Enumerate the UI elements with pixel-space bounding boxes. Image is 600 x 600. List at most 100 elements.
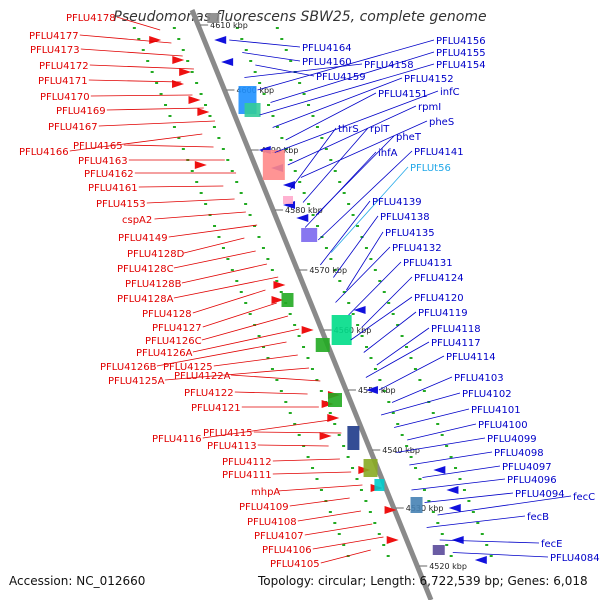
track-dot: [400, 335, 404, 337]
track-dot: [347, 302, 351, 304]
right-gene-label: PFLU4158: [364, 60, 414, 71]
track-dot: [347, 203, 351, 205]
track-dot: [137, 38, 141, 40]
track-dot: [338, 280, 342, 282]
track-dot: [400, 434, 404, 436]
track-dot: [324, 247, 328, 249]
track-right-inner: [235, 27, 453, 557]
track-dot: [146, 60, 150, 62]
red-gene-arrow: [327, 414, 340, 422]
track-dot: [414, 467, 418, 469]
track-dot: [275, 27, 279, 29]
track-dot: [221, 247, 225, 249]
track-dot: [431, 511, 435, 513]
track-dot: [391, 313, 395, 315]
track-dot: [280, 137, 284, 139]
track-dot: [239, 291, 243, 293]
left-gene-label: PFLU4108: [247, 517, 297, 528]
leader-line-left: [213, 354, 298, 367]
gene-block: [347, 426, 360, 450]
right-gene-label: PFLU4094: [515, 489, 565, 500]
track-dot: [235, 27, 239, 29]
blue-gene-arrow: [282, 181, 295, 189]
track-dot: [422, 489, 426, 491]
right-gene-label: PFLU4138: [380, 212, 430, 223]
left-gene-label: PFLU4172: [39, 61, 89, 72]
left-gene-label: PFLU4169: [56, 106, 106, 117]
left-gene-label: PFLU4128D: [127, 249, 185, 260]
track-dot: [150, 71, 154, 73]
track-dot: [235, 181, 239, 183]
track-dot: [307, 104, 311, 106]
track-dot: [360, 335, 364, 337]
track-dot: [132, 27, 136, 29]
leader-line-left: [156, 341, 287, 367]
left-gene-label: PFLU4122A: [174, 371, 231, 382]
track-dot: [480, 533, 484, 535]
track-dot: [333, 423, 337, 425]
leader-line-right: [348, 261, 402, 316]
track-dot: [427, 500, 431, 502]
red-gene-arrow: [386, 536, 399, 544]
red-gene-arrow: [179, 68, 192, 76]
red-gene-arrow: [188, 96, 201, 104]
track-dot: [431, 412, 435, 414]
track-dot: [204, 203, 208, 205]
genome-backbone: [189, 9, 434, 600]
leader-line-right: [396, 437, 486, 453]
leader-line-left: [79, 34, 172, 44]
track-dot: [342, 291, 346, 293]
kbp-label: 4580 kbp: [285, 206, 323, 215]
track-dot: [320, 236, 324, 238]
leader-line-right: [391, 376, 453, 403]
right-gene-label: PFLU4156: [436, 36, 486, 47]
track-dot: [359, 489, 363, 491]
track-dot: [315, 379, 319, 381]
left-gene-label: PFLU4112: [222, 457, 272, 468]
track-dot: [235, 280, 239, 282]
leader-line-left: [69, 133, 203, 152]
left-gene-label: PFLU4115: [203, 428, 253, 439]
track-dot: [337, 434, 341, 436]
track-dot: [302, 93, 306, 95]
gene-block: [244, 103, 261, 117]
right-gene-label: PFLU4135: [385, 228, 435, 239]
leader-line-left: [106, 107, 204, 111]
gene-block: [374, 479, 385, 491]
left-gene-label: PFLU4177: [29, 31, 79, 42]
blue-gene-arrow: [433, 466, 446, 474]
track-dot: [212, 126, 216, 128]
track-dot: [489, 555, 493, 557]
leader-line-right: [330, 166, 409, 253]
track-dot: [168, 115, 172, 117]
track-dot: [275, 280, 279, 282]
leader-line-right: [361, 276, 413, 328]
leader-line-right: [302, 127, 369, 203]
track-dot: [458, 478, 462, 480]
leader-line-left: [88, 79, 182, 83]
track-dot: [386, 555, 390, 557]
track-dot: [445, 445, 449, 447]
leader-line-right: [335, 246, 391, 303]
right-gene-label: fecE: [541, 539, 563, 550]
track-dot: [387, 302, 391, 304]
leader-line-layer: [69, 16, 572, 564]
track-dot: [195, 181, 199, 183]
track-dot: [239, 192, 243, 194]
track-dot: [396, 324, 400, 326]
track-dot: [164, 104, 168, 106]
track-dot: [279, 390, 283, 392]
leader-line-left: [98, 120, 216, 127]
track-dot: [315, 478, 319, 480]
track-dot: [275, 379, 279, 381]
track-dot: [284, 401, 288, 403]
gene-block: [363, 459, 378, 477]
track-dot: [284, 148, 288, 150]
left-gene-label: PFLU4127: [152, 323, 202, 334]
leader-line-left: [289, 497, 350, 507]
leader-line-right: [255, 64, 315, 77]
track-dot: [267, 104, 271, 106]
track-dot: [177, 137, 181, 139]
